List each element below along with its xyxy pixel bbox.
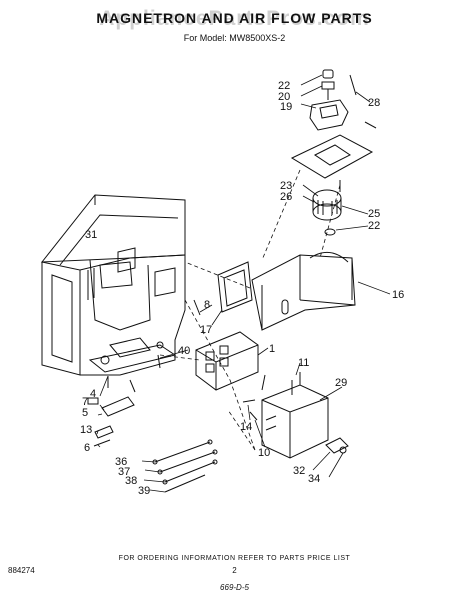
callout-38: 38	[125, 475, 137, 487]
callout-13: 13	[80, 424, 92, 436]
thermal-protector	[325, 437, 349, 454]
wire-harnesses	[152, 439, 218, 493]
callout-8-upper: 8	[204, 299, 210, 311]
callout-23: 23	[280, 180, 292, 192]
callout-28: 28	[368, 97, 380, 109]
callout-37: 37	[118, 466, 130, 478]
callout-14: 14	[240, 421, 252, 433]
callout-5: 5	[82, 407, 88, 419]
callout-19: 19	[280, 101, 292, 113]
transformer-block	[195, 331, 259, 391]
callout-26: 26	[280, 191, 292, 203]
callout-25: 25	[368, 208, 380, 220]
air-duct	[251, 251, 356, 331]
callout-29: 29	[335, 377, 347, 389]
callout-22-bottom: 22	[368, 220, 380, 232]
callout-16: 16	[392, 289, 404, 301]
callout-4: 4	[90, 388, 96, 400]
blower-plate	[290, 134, 374, 192]
small-parts	[87, 379, 136, 447]
duct-gasket	[217, 261, 253, 313]
screws	[107, 299, 266, 421]
callout-36: 36	[115, 456, 127, 468]
fan-motor-top	[309, 69, 377, 131]
callout-20: 20	[278, 91, 290, 103]
model-subtitle: For Model: MW8500XS-2	[183, 33, 286, 43]
magnetron	[261, 372, 329, 459]
oven-cavity	[40, 194, 186, 376]
page-number: 2	[232, 566, 237, 575]
ordering-info: FOR ORDERING INFORMATION REFER TO PARTS …	[118, 555, 351, 562]
watermark: AppliancePartsPros.com	[99, 7, 370, 30]
callout-11: 11	[298, 357, 309, 369]
part-code: 884274	[8, 566, 35, 575]
callout-7: 7	[82, 396, 88, 408]
callout-22-top: 22	[278, 80, 290, 92]
diagram-title: MAGNETRON AND AIR FLOW PARTS	[96, 10, 373, 26]
callout-31: 31	[85, 229, 97, 241]
callout-40: 40	[178, 345, 190, 357]
callout-17: 17	[200, 324, 212, 336]
callout-10: 10	[258, 447, 270, 459]
callout-1: 1	[269, 343, 275, 355]
callout-34: 34	[308, 473, 320, 485]
callout-32: 32	[293, 465, 305, 477]
revision-stamp: 669-D-5	[220, 583, 249, 592]
callout-39: 39	[138, 485, 150, 497]
fan-blade	[312, 189, 342, 236]
callout-6: 6	[84, 442, 90, 454]
